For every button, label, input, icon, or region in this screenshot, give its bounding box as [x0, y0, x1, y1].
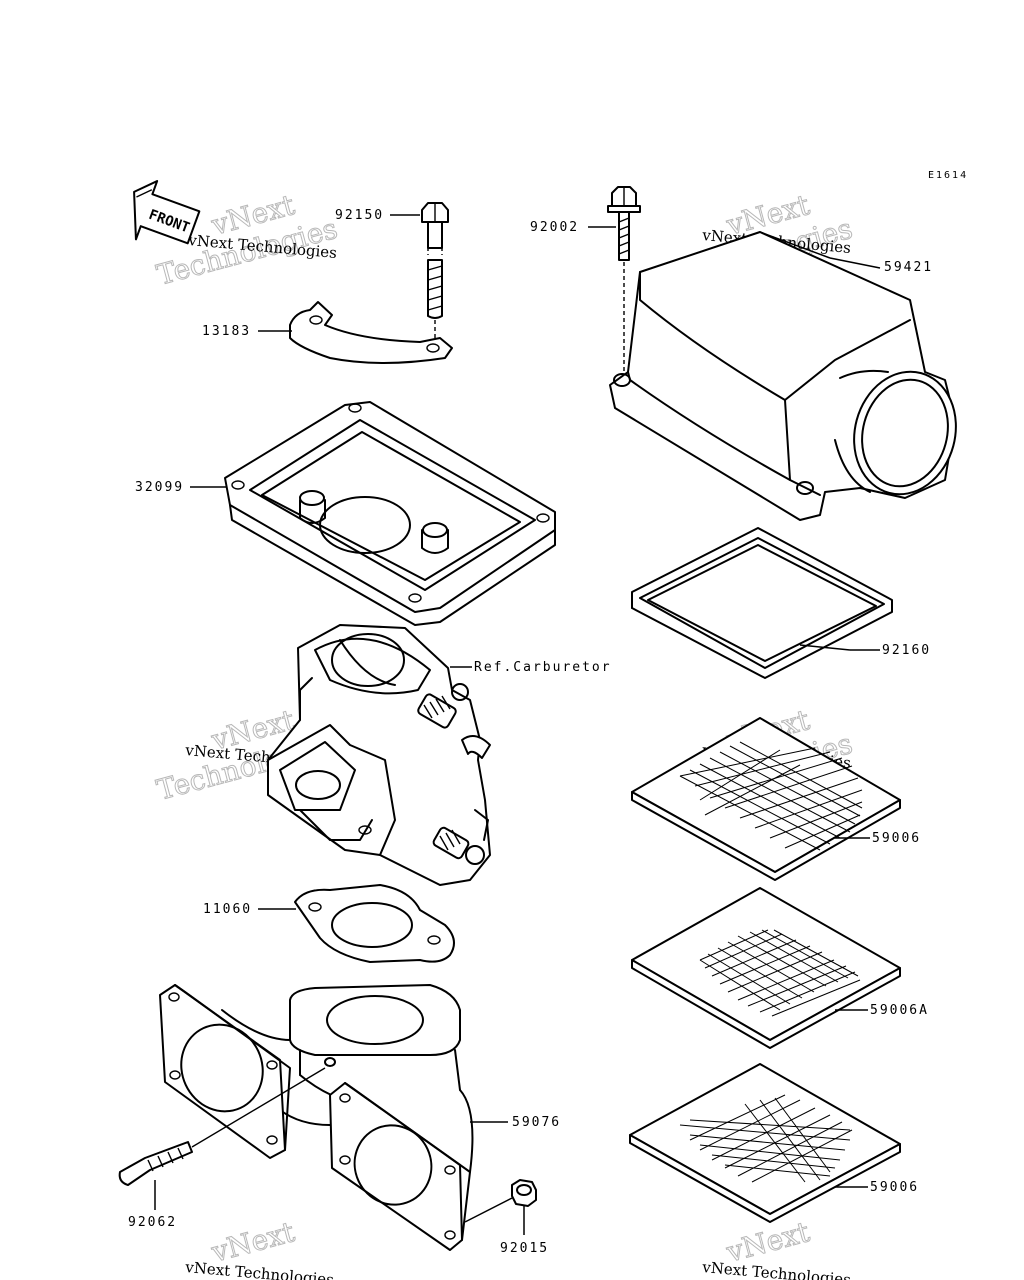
label-ref-carburetor: Ref.Carburetor	[474, 660, 612, 675]
label-92150: 92150	[335, 208, 384, 223]
label-59006-a: 59006	[872, 831, 921, 846]
mesh-bottom	[679, 1094, 853, 1183]
nut-92015	[511, 1179, 537, 1207]
watermark-small-5: vNext Technologies	[184, 1258, 335, 1280]
watermark-small-6: vNext Technologies	[701, 1258, 852, 1280]
label-13183: 13183	[202, 324, 251, 339]
bracket-13183	[289, 301, 453, 364]
label-92002: 92002	[530, 220, 579, 235]
screen-59006-bottom	[629, 1063, 901, 1223]
screen-59006-top	[631, 717, 901, 881]
screen-59006A	[631, 887, 901, 1049]
label-59006-b: 59006	[870, 1180, 919, 1195]
mesh-top	[679, 741, 863, 851]
diagram-code: E1614	[928, 170, 968, 181]
label-59076: 59076	[512, 1115, 561, 1130]
carburetor-ref	[267, 624, 491, 886]
label-92062: 92062	[128, 1215, 177, 1230]
manifold-59076	[159, 984, 474, 1251]
mesh-middle	[699, 929, 861, 1017]
gasket-11060	[294, 884, 455, 963]
label-92160: 92160	[882, 643, 931, 658]
label-32099: 32099	[135, 480, 184, 495]
base-32099	[224, 401, 556, 626]
label-92015: 92015	[500, 1241, 549, 1256]
seal-92160	[631, 527, 893, 679]
bolt-92002	[607, 186, 641, 378]
front-arrow-icon: FRONT	[133, 180, 201, 245]
stud-92062	[118, 1067, 326, 1186]
airbox-cover-59421	[609, 231, 957, 521]
bolt-92150	[421, 202, 449, 340]
label-11060: 11060	[203, 902, 252, 917]
label-59006A: 59006A	[870, 1003, 929, 1018]
label-59421: 59421	[884, 260, 933, 275]
